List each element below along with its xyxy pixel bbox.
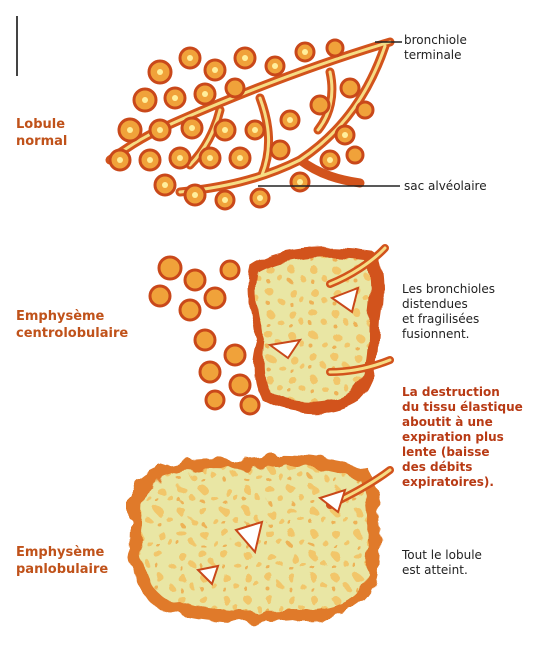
label-line: terminale xyxy=(404,48,467,63)
text-destruction-tissu: La destruction du tissu élastique abouti… xyxy=(402,385,523,490)
text-line: du tissu élastique xyxy=(402,400,523,415)
label-emphyseme-centrolobulaire: Emphysème centrolobulaire xyxy=(16,308,128,342)
text-line: et fragilisées xyxy=(402,312,495,327)
text-line: est atteint. xyxy=(402,563,482,578)
label-line: bronchiole xyxy=(404,33,467,48)
label-emphyseme-panlobulaire: Emphysème panlobulaire xyxy=(16,544,108,578)
label-line: normal xyxy=(16,133,67,150)
text-line: des débits xyxy=(402,460,523,475)
label-line: Emphysème xyxy=(16,544,108,561)
label-sac-alveolaire: sac alvéolaire xyxy=(404,179,487,194)
label-line: Emphysème xyxy=(16,308,128,325)
text-line: Tout le lobule xyxy=(402,548,482,563)
label-line: centrolobulaire xyxy=(16,325,128,342)
text-lobule-atteint: Tout le lobule est atteint. xyxy=(402,548,482,578)
text-line: distendues xyxy=(402,297,495,312)
text-line: lente (baisse xyxy=(402,445,523,460)
text-line: aboutit à une xyxy=(402,415,523,430)
text-bronchioles-distendues: Les bronchioles distendues et fragilisée… xyxy=(402,282,495,342)
label-line: panlobulaire xyxy=(16,561,108,578)
text-line: expiratoires). xyxy=(402,475,523,490)
label-lobule-normal: Lobule normal xyxy=(16,116,67,150)
label-bronchiole-terminale: bronchiole terminale xyxy=(404,33,467,63)
label-line: Lobule xyxy=(16,116,67,133)
panlobular-lobule xyxy=(130,456,390,622)
text-line: Les bronchioles xyxy=(402,282,495,297)
text-line: La destruction xyxy=(402,385,523,400)
centrolobular-lobule xyxy=(150,247,390,414)
text-line: fusionnent. xyxy=(402,327,495,342)
normal-lobule xyxy=(110,40,402,209)
text-line: expiration plus xyxy=(402,430,523,445)
